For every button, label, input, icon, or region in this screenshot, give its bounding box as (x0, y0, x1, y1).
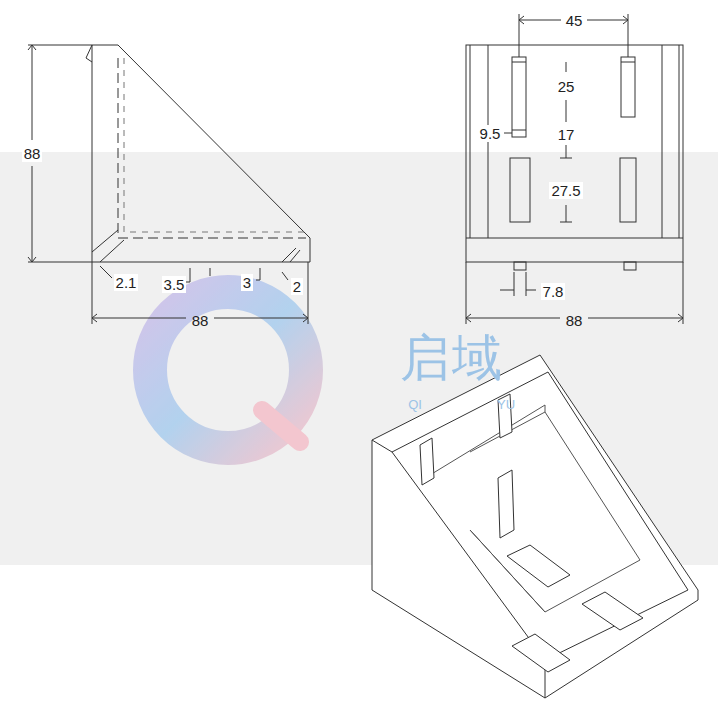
dimension-value: 88 (22, 145, 43, 162)
dimension-value: 27.5 (549, 182, 582, 199)
watermark-text: QI (408, 398, 422, 411)
watermark-logo (150, 292, 306, 448)
dimension-value: 88 (564, 312, 585, 329)
dimension-value: 45 (564, 12, 585, 29)
dimension-value: 25 (556, 78, 577, 95)
dimension-value: 7.8 (541, 283, 566, 300)
side-view (28, 45, 310, 324)
front-view (466, 14, 683, 324)
dimension-value: 3.5 (162, 276, 187, 293)
dimension-value: 2.1 (114, 274, 139, 291)
dimension-value: 2 (291, 278, 303, 295)
dimension-value: 88 (190, 312, 211, 329)
dimension-value: 9.5 (478, 125, 503, 142)
dimension-value: 3 (241, 274, 253, 291)
dimension-value: 17 (556, 126, 577, 143)
isometric-view (372, 355, 698, 698)
watermark-text: YU (497, 398, 515, 411)
watermark-text: 启域 (400, 333, 504, 383)
